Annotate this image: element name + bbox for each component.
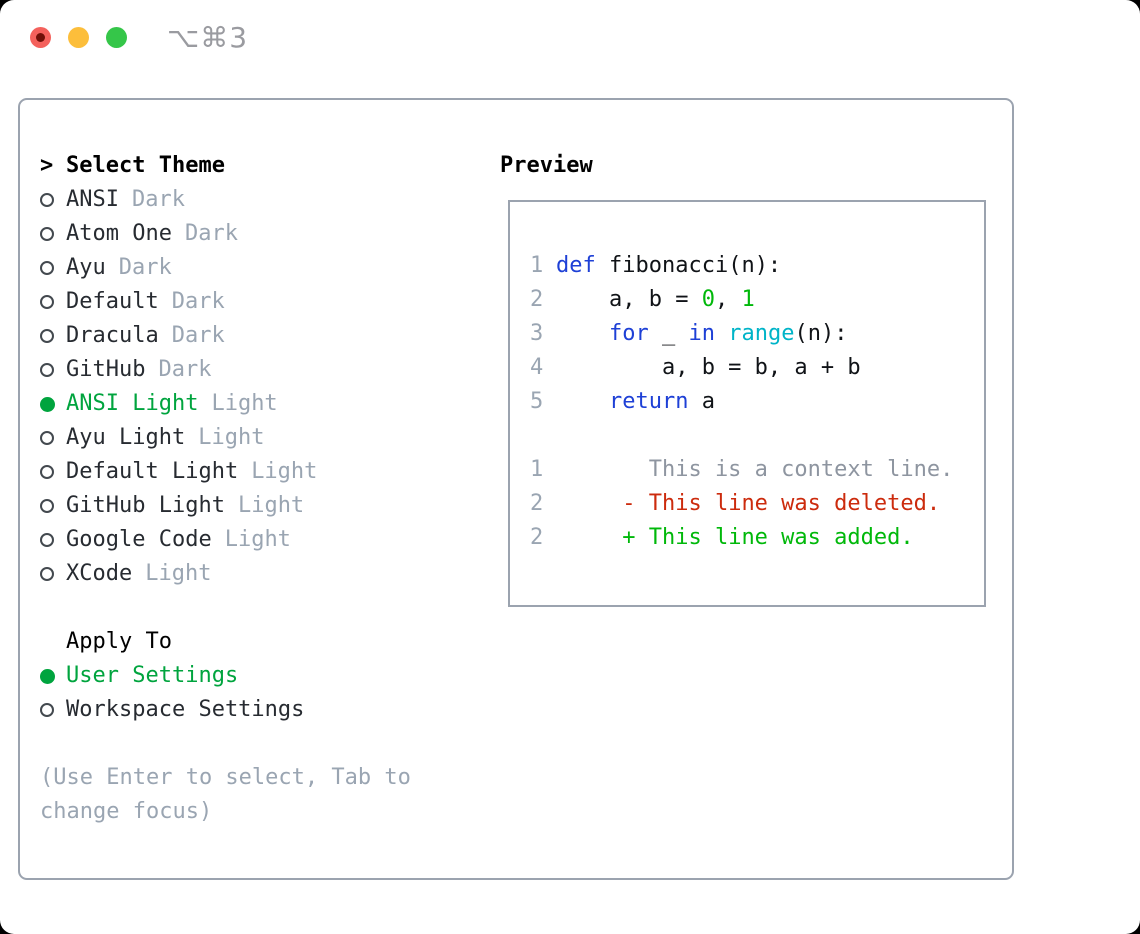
line-number: 5 xyxy=(530,389,544,414)
spacer xyxy=(40,727,460,761)
titlebar: ⌥⌘3 xyxy=(0,0,1140,75)
code-line: 2 - This line was deleted. xyxy=(530,487,984,521)
theme-variant-tag: Light xyxy=(251,459,318,484)
theme-option-ayu-light[interactable]: Ayu Light Light xyxy=(40,421,460,455)
theme-variant-tag: Light xyxy=(224,527,291,552)
theme-option-default[interactable]: Default Dark xyxy=(40,285,460,319)
theme-option-github-light[interactable]: GitHub Light Light xyxy=(40,489,460,523)
theme-option-dracula[interactable]: Dracula Dark xyxy=(40,319,460,353)
radio-selected-icon xyxy=(40,396,55,412)
preview-title: Preview xyxy=(500,153,593,178)
theme-variant-tag: Light xyxy=(237,493,305,518)
radio-selected-icon xyxy=(40,668,55,684)
apply-option-workspace-settings[interactable]: Workspace Settings xyxy=(40,693,460,727)
option-label: Atom One xyxy=(66,221,172,246)
apply-option-user-settings[interactable]: User Settings xyxy=(40,659,460,693)
theme-variant-tag: Dark xyxy=(184,221,238,246)
apply-to-title: Apply To xyxy=(66,629,172,654)
code-line: 3 for _ in range(n): xyxy=(530,317,984,351)
close-button-icon[interactable] xyxy=(30,27,51,48)
theme-option-google-code[interactable]: Google Code Light xyxy=(40,523,460,557)
code-line: 1 This is a context line. xyxy=(530,453,984,487)
radio-icon xyxy=(40,193,54,207)
spacer xyxy=(530,419,984,453)
line-number: 2 xyxy=(530,525,544,550)
option-label: ANSI Light xyxy=(66,391,199,416)
theme-option-atom-one[interactable]: Atom One Dark xyxy=(40,217,460,251)
code-line: 4 a, b = b, a + b xyxy=(530,351,984,385)
window-shortcut-label: ⌥⌘3 xyxy=(167,21,249,54)
select-theme-heading: > Select Theme xyxy=(40,149,460,183)
option-label: Dracula xyxy=(66,323,159,348)
option-label: Default Light xyxy=(66,459,239,484)
line-number: 4 xyxy=(530,355,544,380)
line-number: 1 xyxy=(530,457,544,482)
line-number: 1 xyxy=(530,253,544,278)
radio-icon xyxy=(40,567,54,581)
theme-variant-tag: Dark xyxy=(131,187,185,212)
theme-variant-tag: Dark xyxy=(158,357,212,382)
theme-option-github[interactable]: GitHub Dark xyxy=(40,353,460,387)
select-theme-title: Select Theme xyxy=(66,153,225,178)
radio-icon xyxy=(40,465,54,479)
help-text: (Use Enter to select, Tab to change focu… xyxy=(40,765,411,824)
radio-icon xyxy=(40,363,54,377)
option-label: User Settings xyxy=(66,663,239,688)
option-label: Google Code xyxy=(66,527,212,552)
line-number: 2 xyxy=(530,287,544,312)
theme-variant-tag: Dark xyxy=(118,255,172,280)
spacer xyxy=(40,591,460,625)
code-line: 2 + This line was added. xyxy=(530,521,984,555)
radio-icon xyxy=(40,533,54,547)
theme-option-default-light[interactable]: Default Light Light xyxy=(40,455,460,489)
theme-option-ansi-light[interactable]: ANSI Light Light xyxy=(40,387,460,421)
option-label: Ayu xyxy=(66,255,106,280)
option-label: Workspace Settings xyxy=(66,697,305,722)
theme-variant-tag: Light xyxy=(145,561,212,586)
radio-icon xyxy=(40,295,54,309)
option-label: XCode xyxy=(66,561,133,586)
radio-icon xyxy=(40,703,54,717)
minimize-button-icon[interactable] xyxy=(68,27,89,48)
diff-sample-block: 1 This is a context line.2 - This line w… xyxy=(530,453,984,555)
code-line: 2 a, b = 0, 1 xyxy=(530,283,984,317)
option-label: GitHub xyxy=(66,357,146,382)
theme-option-ayu[interactable]: Ayu Dark xyxy=(40,251,460,285)
theme-variant-tag: Light xyxy=(198,425,265,450)
line-number: 3 xyxy=(530,321,544,346)
radio-icon xyxy=(40,227,54,241)
theme-variant-tag: Dark xyxy=(171,289,225,314)
code-line: 5 return a xyxy=(530,385,984,419)
theme-option-xcode[interactable]: XCode Light xyxy=(40,557,460,591)
radio-icon xyxy=(40,431,54,445)
theme-variant-tag: Dark xyxy=(171,323,225,348)
theme-variant-tag: Light xyxy=(211,391,278,416)
radio-icon xyxy=(40,499,54,513)
option-label: GitHub Light xyxy=(66,493,225,518)
option-label: Ayu Light xyxy=(66,425,186,450)
theme-option-ansi[interactable]: ANSI Dark xyxy=(40,183,460,217)
option-label: ANSI xyxy=(66,187,119,212)
line-number: 2 xyxy=(530,491,544,516)
radio-icon xyxy=(40,329,54,343)
option-label: Default xyxy=(66,289,159,314)
zoom-button-icon[interactable] xyxy=(106,27,127,48)
prompt-icon: > xyxy=(40,153,54,178)
unsaved-dot-icon xyxy=(36,33,45,42)
radio-icon xyxy=(40,261,54,275)
apply-to-heading: Apply To xyxy=(40,625,460,659)
